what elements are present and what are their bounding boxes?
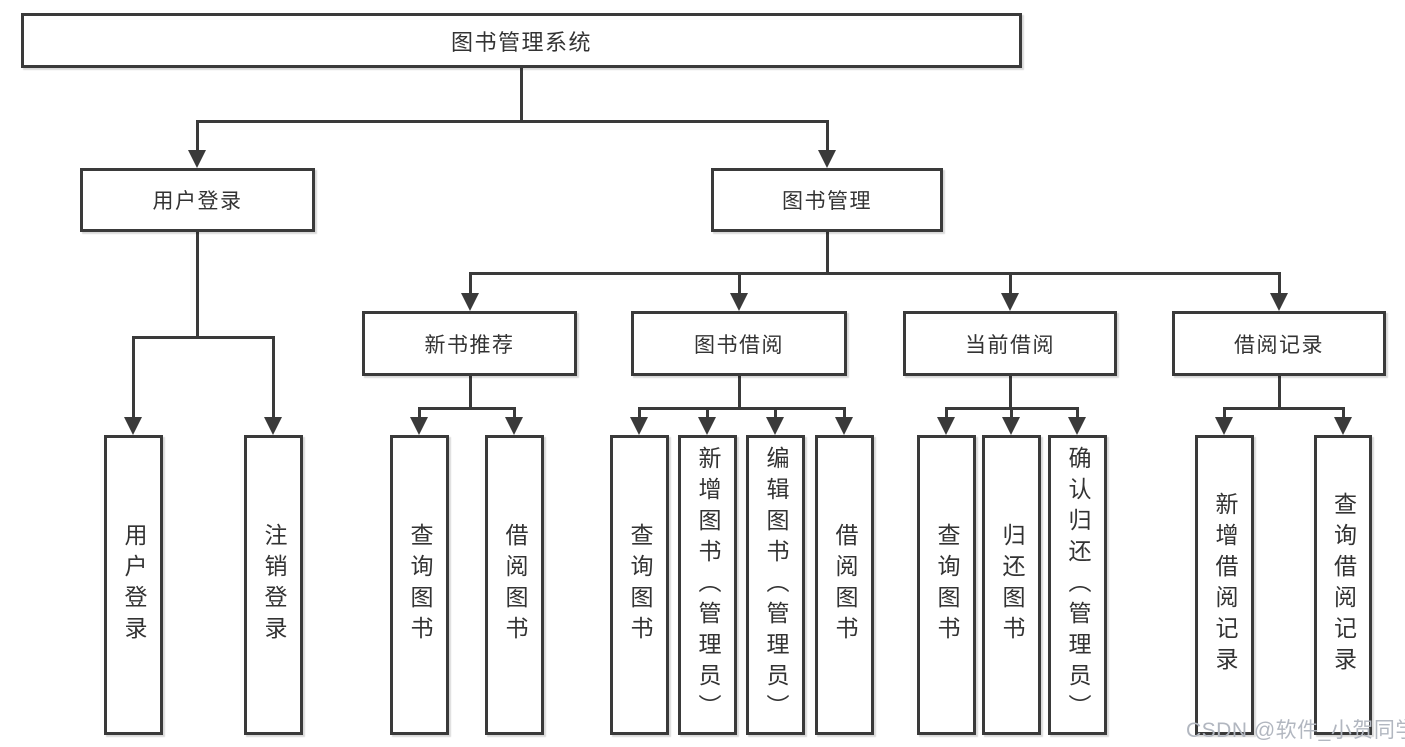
connector-to-new-book-recommend (469, 272, 472, 293)
node-leaf-logout: 注销登录 (244, 435, 303, 735)
arrow-down-icon (410, 417, 428, 435)
connector-user-login-stem (196, 232, 199, 336)
node-new-book-recommend: 新书推荐 (362, 311, 577, 376)
arrow-down-icon (1001, 293, 1019, 311)
connector-leaf (513, 407, 516, 419)
arrow-down-icon (1002, 417, 1020, 435)
arrow-down-icon (937, 417, 955, 435)
arrow-down-icon (264, 417, 282, 435)
connector-to-leaf-logout (272, 336, 275, 420)
connector-book-management-stem (826, 232, 829, 272)
node-book-borrow: 图书借阅 (631, 311, 847, 376)
connector-to-user-login (196, 120, 199, 152)
connector-records-stem (1278, 376, 1281, 407)
arrow-down-icon (1215, 417, 1233, 435)
connector-to-borrow-records (1278, 272, 1281, 293)
connector-to-current-borrow (1009, 272, 1012, 293)
node-leaf-query-borrow-record: 查询借阅记录 (1314, 435, 1372, 735)
node-leaf-edit-books-admin: 编辑图书（管理员） (746, 435, 805, 735)
arrow-down-icon (630, 417, 648, 435)
connector-to-book-borrow (738, 272, 741, 293)
connector-current-stem (1009, 376, 1012, 407)
node-current-borrow: 当前借阅 (903, 311, 1117, 376)
arrow-down-icon (730, 293, 748, 311)
arrow-down-icon (1334, 417, 1352, 435)
arrow-down-icon (766, 417, 784, 435)
node-leaf-confirm-return-admin: 确认归还（管理员） (1048, 435, 1107, 735)
connector-records-bus (1223, 407, 1345, 410)
arrow-down-icon (818, 150, 836, 168)
connector-recommend-stem (469, 376, 472, 407)
connector-to-leaf-user-login (132, 336, 135, 420)
connector-borrow-stem (738, 376, 741, 407)
connector-leaf (1010, 407, 1013, 419)
arrow-down-icon (1270, 293, 1288, 311)
connector-user-login-bus (132, 336, 274, 339)
arrow-down-icon (461, 293, 479, 311)
arrow-down-icon (698, 417, 716, 435)
connector-root-stem (520, 68, 523, 120)
connector-leaf (706, 407, 709, 419)
node-leaf-borrow-books-recommend: 借阅图书 (485, 435, 544, 735)
connector-to-book-management (826, 120, 829, 152)
node-book-management: 图书管理 (711, 168, 943, 232)
connector-level3-bus (469, 272, 1281, 275)
node-user-login: 用户登录 (80, 168, 315, 232)
connector-leaf (945, 407, 948, 419)
node-leaf-user-login: 用户登录 (104, 435, 163, 735)
node-borrow-records: 借阅记录 (1172, 311, 1386, 376)
node-leaf-query-books-borrow: 查询图书 (610, 435, 669, 735)
node-leaf-return-books: 归还图书 (982, 435, 1041, 735)
connector-leaf (638, 407, 641, 419)
node-library-system: 图书管理系统 (21, 13, 1022, 68)
arrow-down-icon (188, 150, 206, 168)
arrow-down-icon (124, 417, 142, 435)
connector-leaf (1223, 407, 1226, 419)
node-leaf-borrow-books: 借阅图书 (815, 435, 874, 735)
connector-level2-bus (196, 120, 829, 123)
connector-recommend-bus (418, 407, 516, 410)
connector-leaf (1342, 407, 1345, 419)
node-leaf-add-borrow-record: 新增借阅记录 (1195, 435, 1254, 735)
connector-leaf (418, 407, 421, 419)
connector-borrow-bus (638, 407, 846, 410)
arrow-down-icon (1068, 417, 1086, 435)
connector-leaf (843, 407, 846, 419)
arrow-down-icon (505, 417, 523, 435)
arrow-down-icon (835, 417, 853, 435)
node-leaf-query-books-current: 查询图书 (917, 435, 976, 735)
watermark-text: CSDN @软件_小贺同学 (1186, 719, 1405, 742)
connector-leaf (774, 407, 777, 419)
connector-leaf (1076, 407, 1079, 419)
node-leaf-query-books-recommend: 查询图书 (390, 435, 449, 735)
node-leaf-add-books-admin: 新增图书（管理员） (678, 435, 737, 735)
